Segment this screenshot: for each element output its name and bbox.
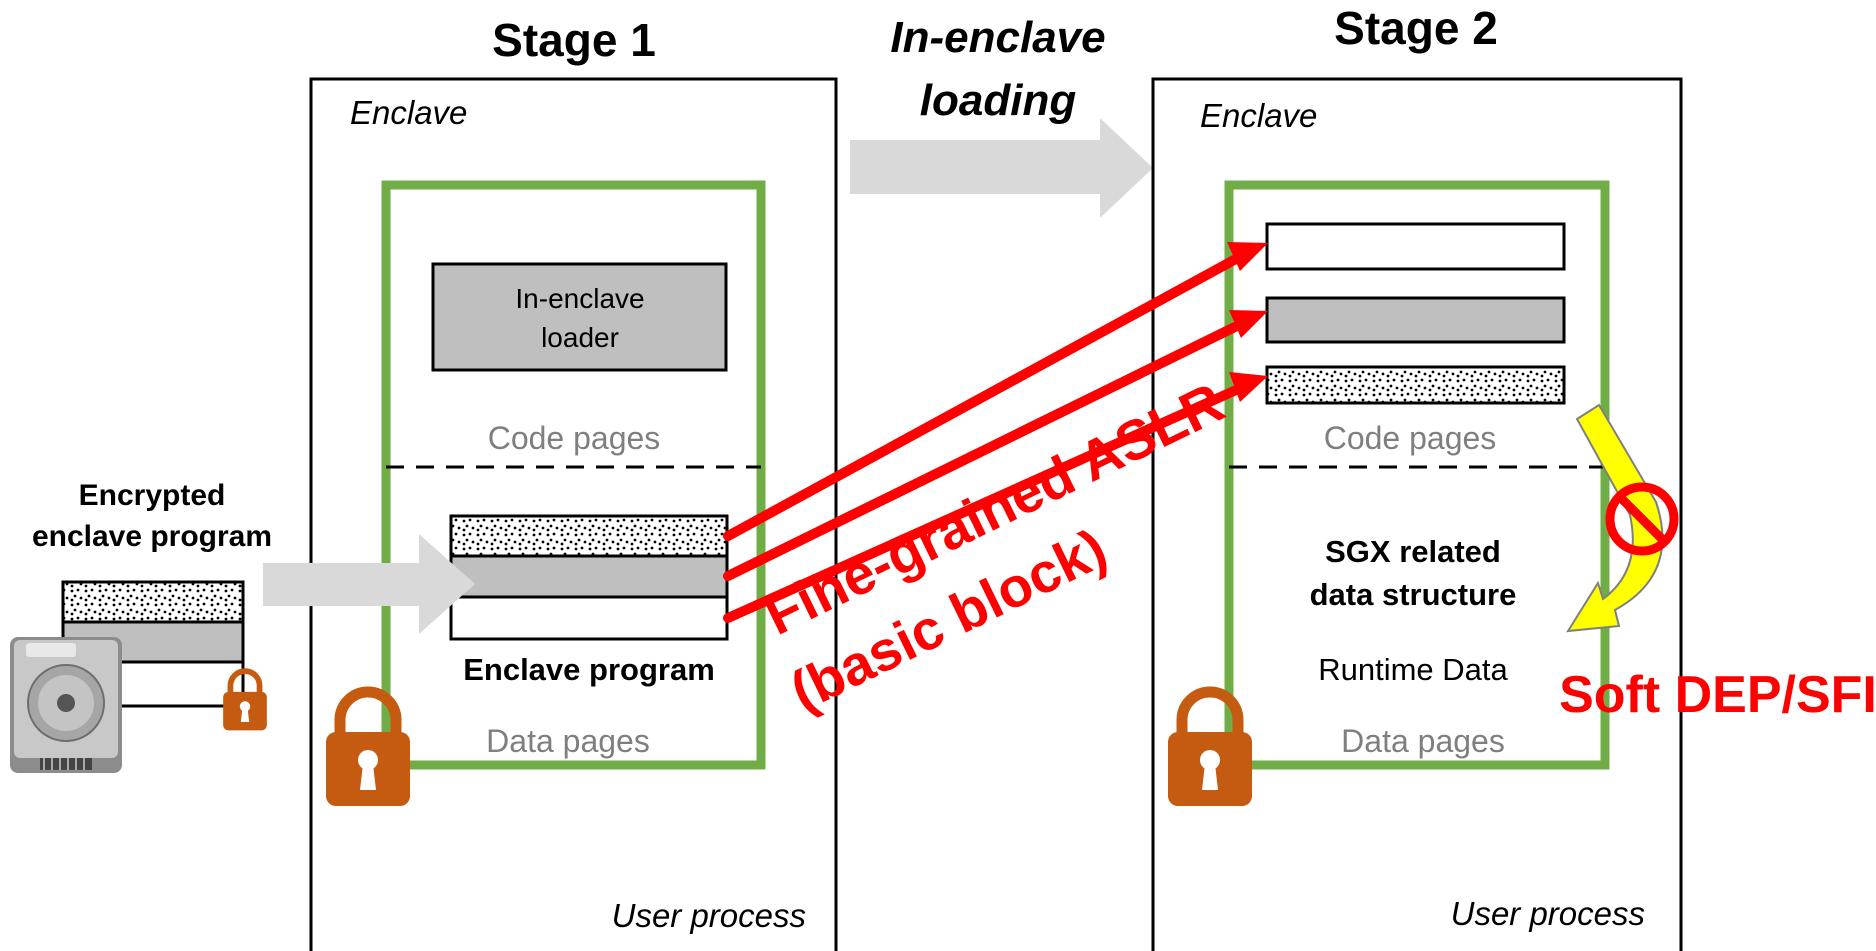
stage2-enclave-box	[1224, 180, 1610, 770]
in-enclave-loading-arrow	[850, 118, 1153, 218]
randomized-block-gray	[1265, 296, 1566, 344]
loader-label-line2: loader	[541, 322, 619, 353]
stage2-user-process-label: User process	[1451, 895, 1645, 932]
stage1-code-pages-label: Code pages	[488, 420, 661, 456]
transition-title-line2: loading	[920, 76, 1077, 125]
lock-icon	[326, 692, 410, 806]
stage2-enclave-label: Enclave	[1200, 97, 1317, 134]
stage1-enclave-label: Enclave	[350, 94, 467, 131]
source-label-line2: enclave program	[32, 520, 272, 553]
runtime-data-label: Runtime Data	[1318, 652, 1508, 687]
transition-title-line1: In-enclave	[890, 13, 1105, 62]
stage1-title: Stage 1	[492, 14, 656, 66]
program-block-dotted	[449, 514, 729, 558]
aslr-arrows	[723, 249, 1250, 623]
in-enclave-loader-box	[431, 262, 728, 372]
load-into-enclave-arrow	[263, 534, 475, 634]
randomized-block-white	[1265, 222, 1566, 271]
no-symbol-icon	[1605, 482, 1679, 556]
source-label-line1: Encrypted	[79, 479, 226, 512]
lock-icon	[223, 671, 267, 730]
sgx-structure-label-line2: data structure	[1310, 577, 1517, 612]
hard-drive-icon	[10, 637, 122, 773]
sgx-structure-label-line1: SGX related	[1325, 534, 1501, 569]
enclave-program-label: Enclave program	[463, 652, 715, 687]
stage2-title: Stage 2	[1334, 2, 1498, 54]
aslr-arrowheads	[1227, 242, 1268, 402]
loader-label-line1: In-enclave	[515, 283, 644, 314]
stage2-data-pages-label: Data pages	[1341, 723, 1505, 759]
randomized-block-dotted	[1265, 365, 1566, 405]
blocked-access-arrow	[1566, 403, 1664, 633]
stage1-data-pages-label: Data pages	[486, 723, 650, 759]
source-block-dotted	[61, 580, 245, 624]
stage2-user-process-box	[1151, 77, 1683, 951]
program-block-gray	[449, 554, 729, 599]
stage1-user-process-label: User process	[612, 897, 806, 934]
lock-icon	[1168, 692, 1252, 806]
program-block-white	[449, 595, 729, 641]
stage1-enclave-box	[381, 180, 766, 770]
stage2-code-pages-label: Code pages	[1324, 420, 1497, 456]
soft-dep-sfi-label: Soft DEP/SFI	[1559, 666, 1876, 724]
